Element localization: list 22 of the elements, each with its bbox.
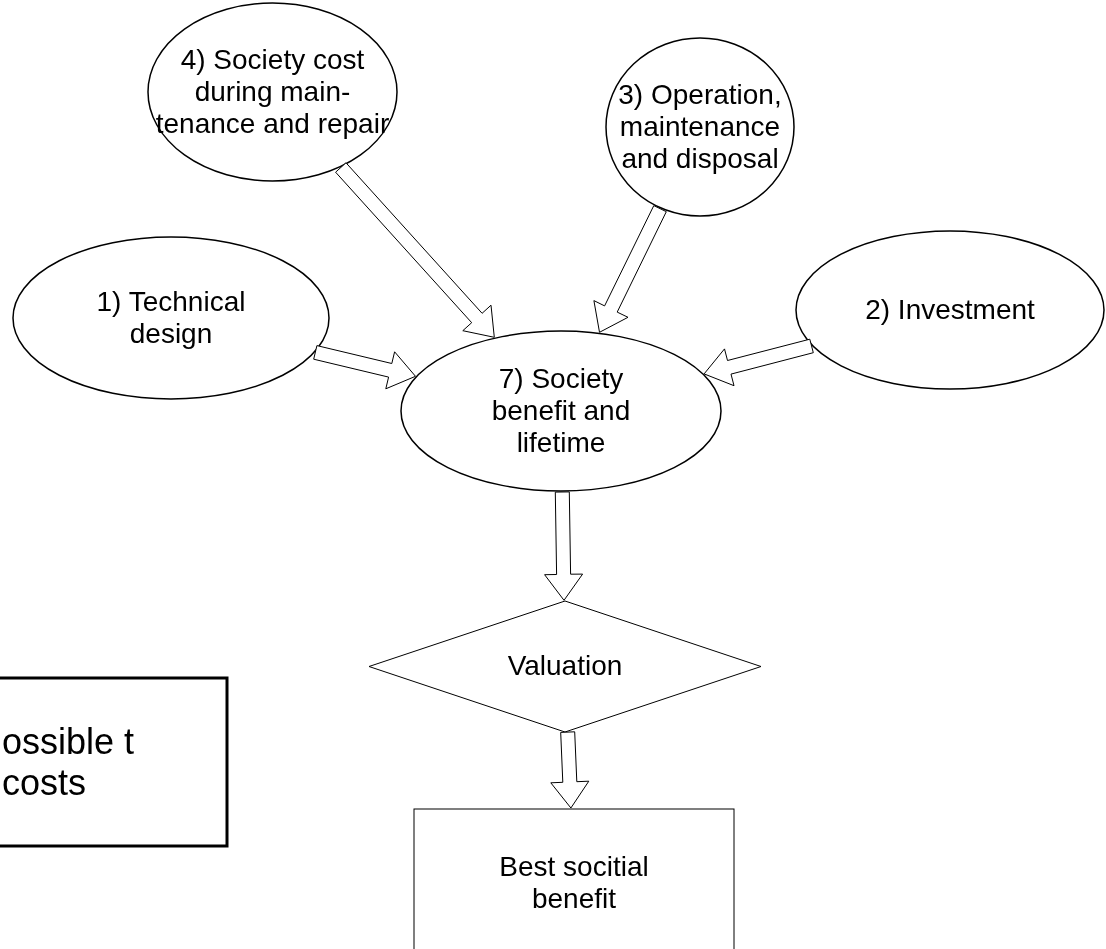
node-label: 2) Investment (865, 293, 1035, 327)
node-label: ossible t costs (2, 720, 136, 804)
node-label: 1) Technical design (95, 285, 247, 351)
block-arrow (544, 491, 584, 601)
block-arrow (703, 338, 814, 387)
node-label: 4) Society cost during main- tenance and repair (154, 43, 391, 141)
ellipse-node (400, 330, 722, 492)
process-box (413, 808, 735, 949)
node-label: Valuation (507, 650, 623, 683)
block-arrow (313, 345, 416, 390)
node-label: 7) Society benefit and lifetime (490, 362, 632, 460)
ellipse-node (147, 2, 398, 182)
block-arrow (335, 162, 495, 338)
block-arrow (550, 731, 590, 809)
text-box (0, 677, 228, 847)
decision-diamond (368, 600, 762, 733)
block-arrow (593, 205, 667, 333)
ellipse-node (605, 37, 795, 217)
node-label: 3) Operation, maintenance and disposal (617, 78, 783, 176)
ellipse-node (795, 230, 1105, 390)
ellipse-node (12, 236, 330, 400)
node-label: Best socitial benefit (498, 850, 650, 916)
